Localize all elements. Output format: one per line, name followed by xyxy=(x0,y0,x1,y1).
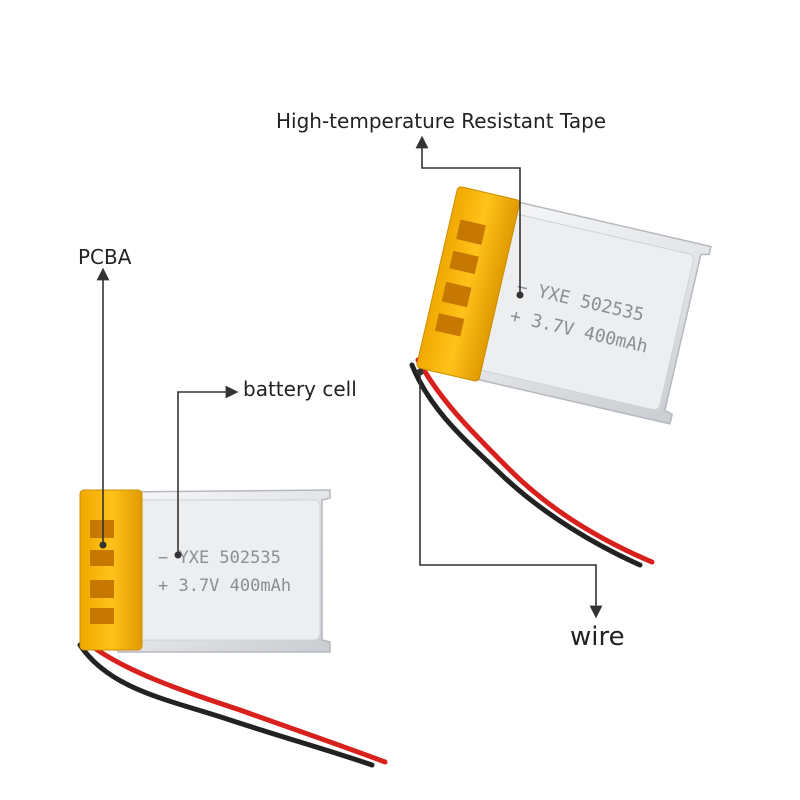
leader-lines xyxy=(96,135,603,619)
wire-rear-red xyxy=(415,357,655,565)
leader-wire-dot xyxy=(416,368,424,376)
leader-tape-dot xyxy=(516,291,524,299)
leader-cell-dot xyxy=(174,551,182,559)
tape-rear xyxy=(416,186,521,382)
label-battery-cell: battery cell xyxy=(243,377,357,401)
wire-rear-black xyxy=(409,362,643,568)
leader-pcba-dot xyxy=(99,541,107,549)
leader-cell xyxy=(177,385,239,555)
leader-wire xyxy=(419,372,603,619)
label-pcba: PCBA xyxy=(78,245,132,269)
battery-rear: − YXE 502535 + 3.7V 400mAh xyxy=(409,186,712,568)
label-wire: wire xyxy=(570,622,625,652)
label-high-temperature-tape: High-temperature Resistant Tape xyxy=(276,109,607,133)
battery-front-print-line1: − YXE 502535 xyxy=(158,548,281,568)
leader-tape xyxy=(415,135,521,295)
battery-front-print-line2: + 3.7V 400mAh xyxy=(158,576,291,596)
wire-front-black xyxy=(77,642,375,768)
wire-front-red xyxy=(81,637,388,765)
battery-front: − YXE 502535 + 3.7V 400mAh xyxy=(77,489,388,768)
tape-front xyxy=(79,489,143,651)
